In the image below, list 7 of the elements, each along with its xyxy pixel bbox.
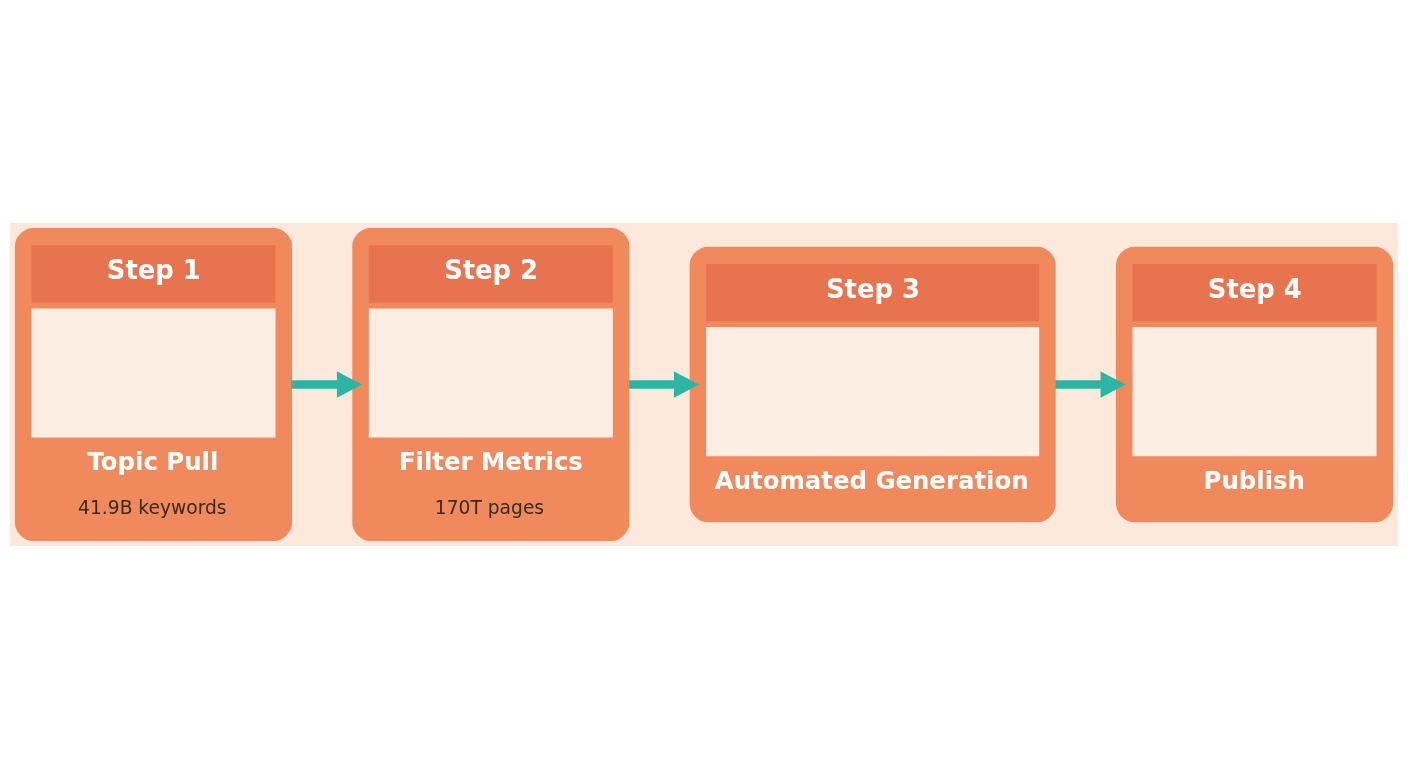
node-box: Step 1 Topic Pull 41.9B keywords (14, 227, 292, 541)
arrow (1055, 370, 1126, 398)
node-box: Step 2 Filter Metrics 170T pages (352, 227, 630, 541)
arrow (629, 370, 700, 398)
arrow (291, 370, 362, 398)
node-box: Step 4 Publish (1116, 246, 1394, 522)
node-box: Step 3 Automated Generation (689, 246, 1056, 522)
